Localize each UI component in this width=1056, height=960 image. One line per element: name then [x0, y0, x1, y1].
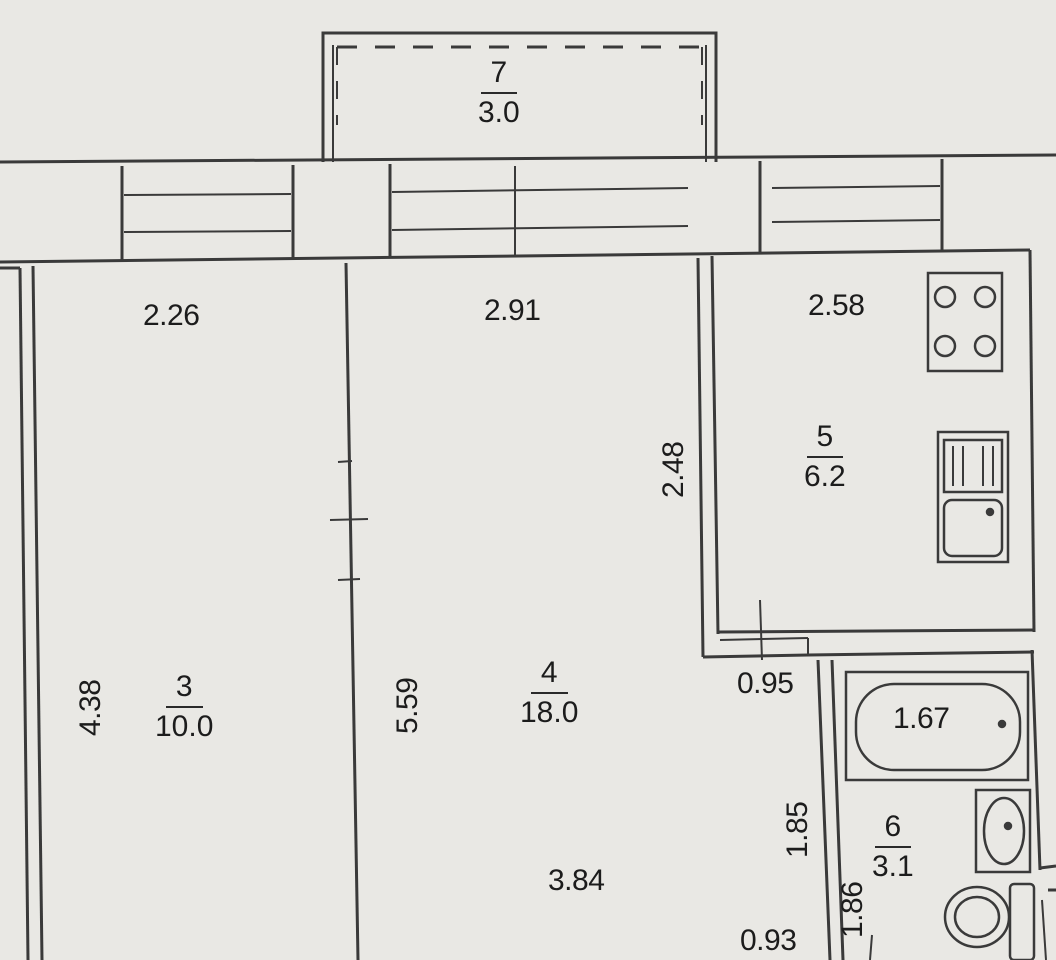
- dimension-kitchen-width: 2.58: [808, 289, 865, 322]
- dimension-corridor-width-upper: 0.95: [737, 667, 794, 700]
- room-label-balcony: 7 3.0: [478, 56, 520, 130]
- toilet-icon: [943, 882, 1036, 960]
- room-number-3: 3: [165, 670, 203, 708]
- room-area-bathroom: 3.1: [872, 850, 914, 883]
- room-area-kitchen: 6.2: [804, 460, 846, 493]
- room-number-4: 4: [530, 656, 568, 694]
- dimension-room4-lower-width: 3.84: [548, 864, 605, 897]
- room-label-bathroom: 6 3.1: [872, 810, 914, 884]
- room-label-kitchen: 5 6.2: [804, 420, 846, 494]
- room-area-4: 18.0: [520, 696, 579, 729]
- partition-3-4: [329, 262, 369, 960]
- dimension-room3-width: 2.26: [143, 299, 200, 332]
- dimension-corridor-width-lower: 0.93: [740, 924, 797, 957]
- window-kitchen: [771, 185, 941, 223]
- sink-icon: [936, 430, 1010, 564]
- washbasin-icon: [974, 788, 1032, 874]
- dimension-room4-width: 2.91: [484, 294, 541, 327]
- dimension-bathtub-length: 1.67: [893, 702, 950, 735]
- dimension-corridor-length: 1.85: [781, 801, 814, 858]
- room-number-bathroom: 6: [874, 810, 912, 848]
- balcony-outline: [321, 31, 718, 162]
- bathroom-walls: [807, 649, 1056, 960]
- room-label-3: 3 10.0: [155, 670, 213, 744]
- bathtub-icon: [844, 670, 1030, 782]
- dimension-kitchen-length: 2.48: [657, 441, 690, 498]
- room-number-balcony: 7: [480, 56, 518, 94]
- room-number-kitchen: 5: [806, 420, 844, 458]
- dimension-bathroom-length: 1.86: [836, 881, 869, 938]
- dimension-room3-length: 4.38: [74, 679, 107, 736]
- room-label-4: 4 18.0: [520, 656, 578, 730]
- balcony-door: [391, 166, 689, 257]
- room-area-3: 10.0: [155, 710, 214, 743]
- stove-icon: [926, 271, 1004, 373]
- kitchen-walls: [696, 249, 1036, 661]
- window-room3: [123, 193, 292, 233]
- room-area-balcony: 3.0: [478, 96, 520, 129]
- left-wall: [0, 265, 44, 960]
- exterior-wall: [0, 153, 1056, 264]
- dimension-room4-length: 5.59: [391, 677, 424, 734]
